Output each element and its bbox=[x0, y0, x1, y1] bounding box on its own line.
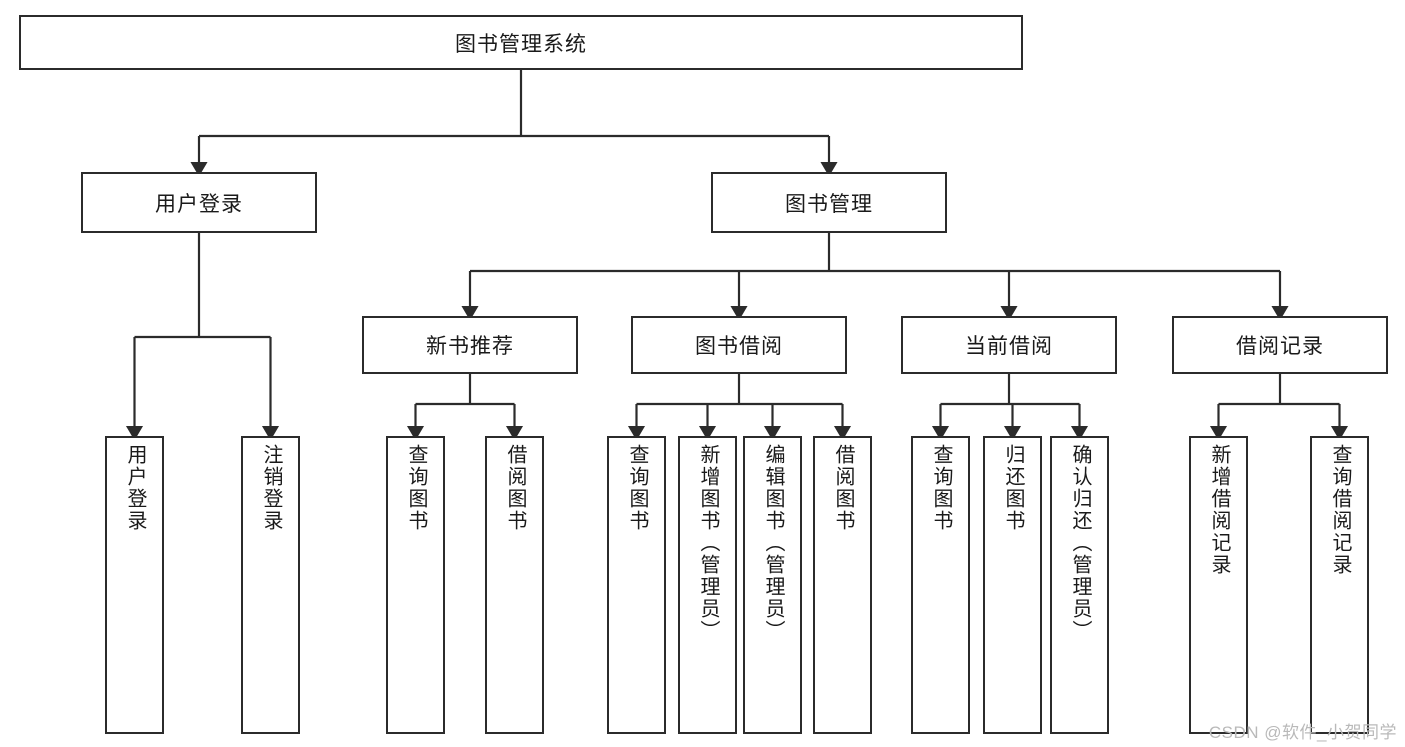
node-leaf_9[interactable]: 归还图书 bbox=[983, 436, 1042, 734]
node-leaf_10[interactable]: 确认归还（管理员） bbox=[1050, 436, 1109, 734]
node-label: 确认归还（管理员） bbox=[1069, 444, 1091, 642]
node-label: 借阅图书 bbox=[832, 444, 854, 532]
node-label: 编辑图书（管理员） bbox=[762, 444, 784, 642]
node-label: 归还图书 bbox=[1002, 444, 1024, 532]
node-label: 图书管理 bbox=[785, 192, 873, 216]
node-label: 新增图书（管理员） bbox=[697, 444, 719, 642]
node-leaf_4[interactable]: 查询图书 bbox=[607, 436, 666, 734]
node-leaf_1[interactable]: 注销登录 bbox=[241, 436, 300, 734]
node-label: 查询图书 bbox=[626, 444, 648, 532]
node-label: 注销登录 bbox=[260, 444, 282, 532]
node-l2_0[interactable]: 用户登录 bbox=[81, 172, 317, 233]
node-l3_3[interactable]: 借阅记录 bbox=[1172, 316, 1388, 374]
node-label: 借阅记录 bbox=[1236, 335, 1324, 358]
node-leaf_12[interactable]: 查询借阅记录 bbox=[1310, 436, 1369, 734]
node-label: 用户登录 bbox=[155, 192, 243, 216]
node-label: 查询借阅记录 bbox=[1329, 444, 1351, 576]
node-l3_0[interactable]: 新书推荐 bbox=[362, 316, 578, 374]
node-root[interactable]: 图书管理系统 bbox=[19, 15, 1023, 70]
node-label: 图书借阅 bbox=[695, 335, 783, 358]
node-l3_1[interactable]: 图书借阅 bbox=[631, 316, 847, 374]
node-leaf_6[interactable]: 编辑图书（管理员） bbox=[743, 436, 802, 734]
node-label: 当前借阅 bbox=[965, 335, 1053, 358]
node-label: 查询图书 bbox=[405, 444, 427, 532]
node-l2_1[interactable]: 图书管理 bbox=[711, 172, 947, 233]
edge-paths bbox=[125, 70, 1349, 441]
node-leaf_5[interactable]: 新增图书（管理员） bbox=[678, 436, 737, 734]
node-label: 新增借阅记录 bbox=[1208, 444, 1230, 576]
node-label: 图书管理系统 bbox=[455, 32, 587, 56]
node-leaf_11[interactable]: 新增借阅记录 bbox=[1189, 436, 1248, 734]
watermark-label: CSDN @软件_小贺同学 bbox=[1208, 723, 1397, 742]
node-label: 借阅图书 bbox=[504, 444, 526, 532]
node-label: 用户登录 bbox=[124, 444, 146, 532]
node-leaf_0[interactable]: 用户登录 bbox=[105, 436, 164, 734]
node-leaf_8[interactable]: 查询图书 bbox=[911, 436, 970, 734]
node-leaf_7[interactable]: 借阅图书 bbox=[813, 436, 872, 734]
node-leaf_2[interactable]: 查询图书 bbox=[386, 436, 445, 734]
node-l3_2[interactable]: 当前借阅 bbox=[901, 316, 1117, 374]
node-label: 查询图书 bbox=[930, 444, 952, 532]
node-leaf_3[interactable]: 借阅图书 bbox=[485, 436, 544, 734]
node-label: 新书推荐 bbox=[426, 335, 514, 358]
